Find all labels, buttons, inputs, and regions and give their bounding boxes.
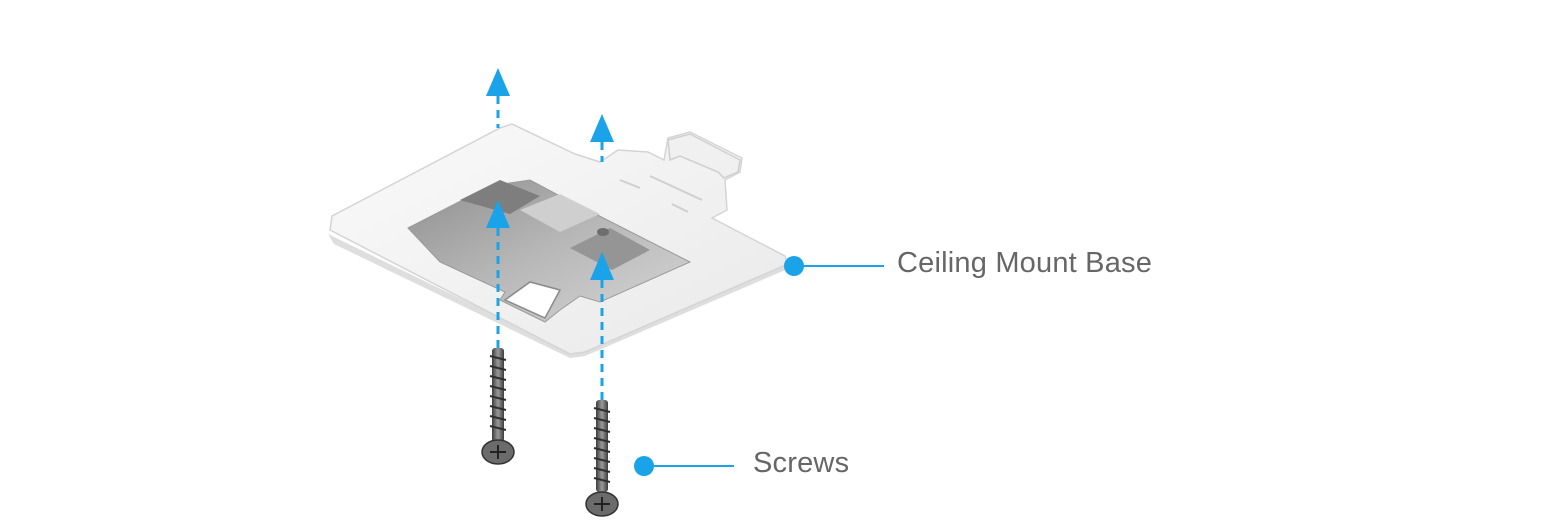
mount-recess	[407, 179, 692, 323]
screw-thread	[489, 355, 507, 431]
callout-base	[784, 256, 884, 276]
label-screws: Screws	[753, 447, 850, 479]
recess-block-center	[520, 194, 600, 232]
arrow-up-icon	[590, 114, 614, 142]
screw-thread	[593, 407, 611, 483]
callout-screws	[634, 456, 734, 476]
recess-block-right	[570, 228, 650, 270]
screw-left	[481, 348, 515, 465]
screw-hole	[597, 228, 609, 236]
screw-right	[585, 400, 619, 517]
arrow-up-icon	[486, 68, 510, 96]
recess-block-left	[460, 180, 540, 214]
arrow-heads	[486, 68, 614, 280]
arrow-up-icon	[590, 252, 614, 280]
ceiling-mount-base	[328, 123, 790, 358]
label-ceiling-mount-base: Ceiling Mount Base	[897, 247, 1153, 279]
bracket-tab	[667, 133, 741, 179]
arrow-up-icon	[486, 200, 510, 228]
recess-opening	[503, 281, 562, 319]
guide-arrows	[496, 96, 604, 402]
bracket-slot	[619, 175, 703, 213]
